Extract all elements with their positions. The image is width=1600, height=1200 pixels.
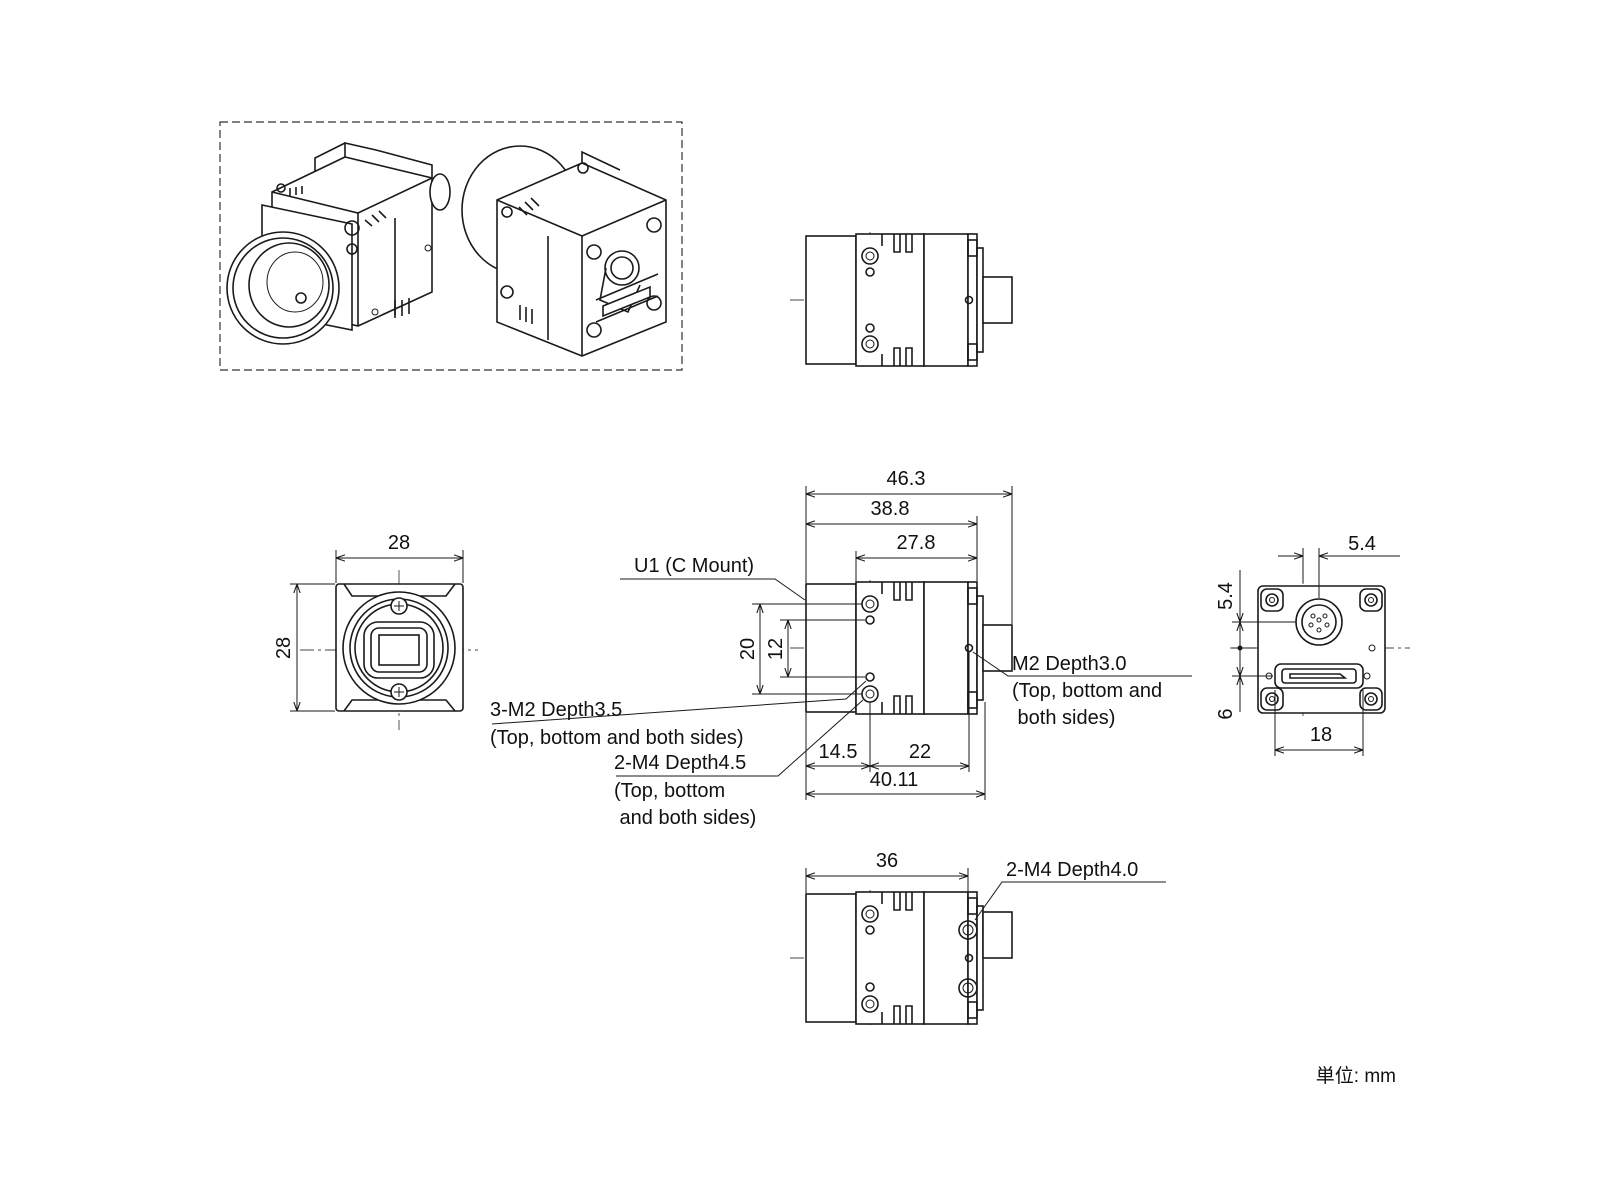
- isometric-camera-front: [226, 141, 451, 345]
- dim-rear-top: 5.4: [1348, 533, 1376, 555]
- label-m4-side-3: and both sides): [614, 807, 756, 829]
- label-m2-rear-3: both sides): [1012, 707, 1115, 729]
- dim-hole-pitch: 22: [909, 741, 931, 763]
- middle-side-view: [790, 580, 1013, 716]
- front-view-dimensions: 28 28: [273, 532, 464, 712]
- dim-rear-side-bottom: 6: [1215, 708, 1237, 719]
- label-m2-front-2: (Top, bottom and both sides): [490, 727, 743, 749]
- dim-outer-holes: 20: [737, 638, 759, 660]
- middle-side-annotations: U1 (C Mount) 3-M2 Depth3.5 (Top, bottom …: [490, 555, 1192, 829]
- rear-view-dimensions: 5.4 5.4 6 18: [1215, 533, 1400, 756]
- label-m2-rear-2: (Top, bottom and: [1012, 680, 1162, 702]
- isometric-views: [219, 121, 683, 371]
- dim-hole-offset: 14.5: [819, 741, 858, 763]
- isometric-frame: [219, 121, 683, 371]
- bottom-side-dimensions: 36 2-M4 Depth4.0: [805, 850, 1166, 921]
- label-m4-side-2: (Top, bottom: [614, 780, 725, 802]
- dim-bottom-view-length: 36: [876, 850, 898, 872]
- middle-side-dimensions: 46.3 38.8 27.8 20 12 14.5 22 40.11: [737, 468, 1013, 800]
- unit-label: 単位: mm: [1316, 1065, 1396, 1087]
- label-m4-side-1: 2-M4 Depth4.5: [614, 752, 746, 774]
- label-m2-rear-1: M2 Depth3.0: [1012, 653, 1127, 675]
- isometric-camera-rear: [461, 145, 667, 357]
- dim-body-connector: 38.8: [871, 498, 910, 520]
- top-side-view: [790, 232, 1013, 367]
- label-m2-front-1: 3-M2 Depth3.5: [490, 699, 622, 721]
- dim-bottom-total: 40.11: [870, 769, 919, 791]
- dim-rear-side-top: 5.4: [1215, 582, 1237, 610]
- rear-view: [1230, 570, 1410, 720]
- dim-front-width: 28: [388, 532, 410, 554]
- front-view: [300, 570, 478, 730]
- dim-front-height: 28: [273, 637, 295, 659]
- label-c-mount: U1 (C Mount): [634, 555, 754, 577]
- bottom-side-view: [790, 890, 1013, 1025]
- dim-inner-holes: 12: [765, 638, 787, 660]
- dim-rear-bottom: 18: [1310, 724, 1332, 746]
- dim-overall-length: 46.3: [887, 468, 926, 490]
- dim-rear-body: 27.8: [897, 532, 936, 554]
- label-m4-bottom: 2-M4 Depth4.0: [1006, 859, 1138, 881]
